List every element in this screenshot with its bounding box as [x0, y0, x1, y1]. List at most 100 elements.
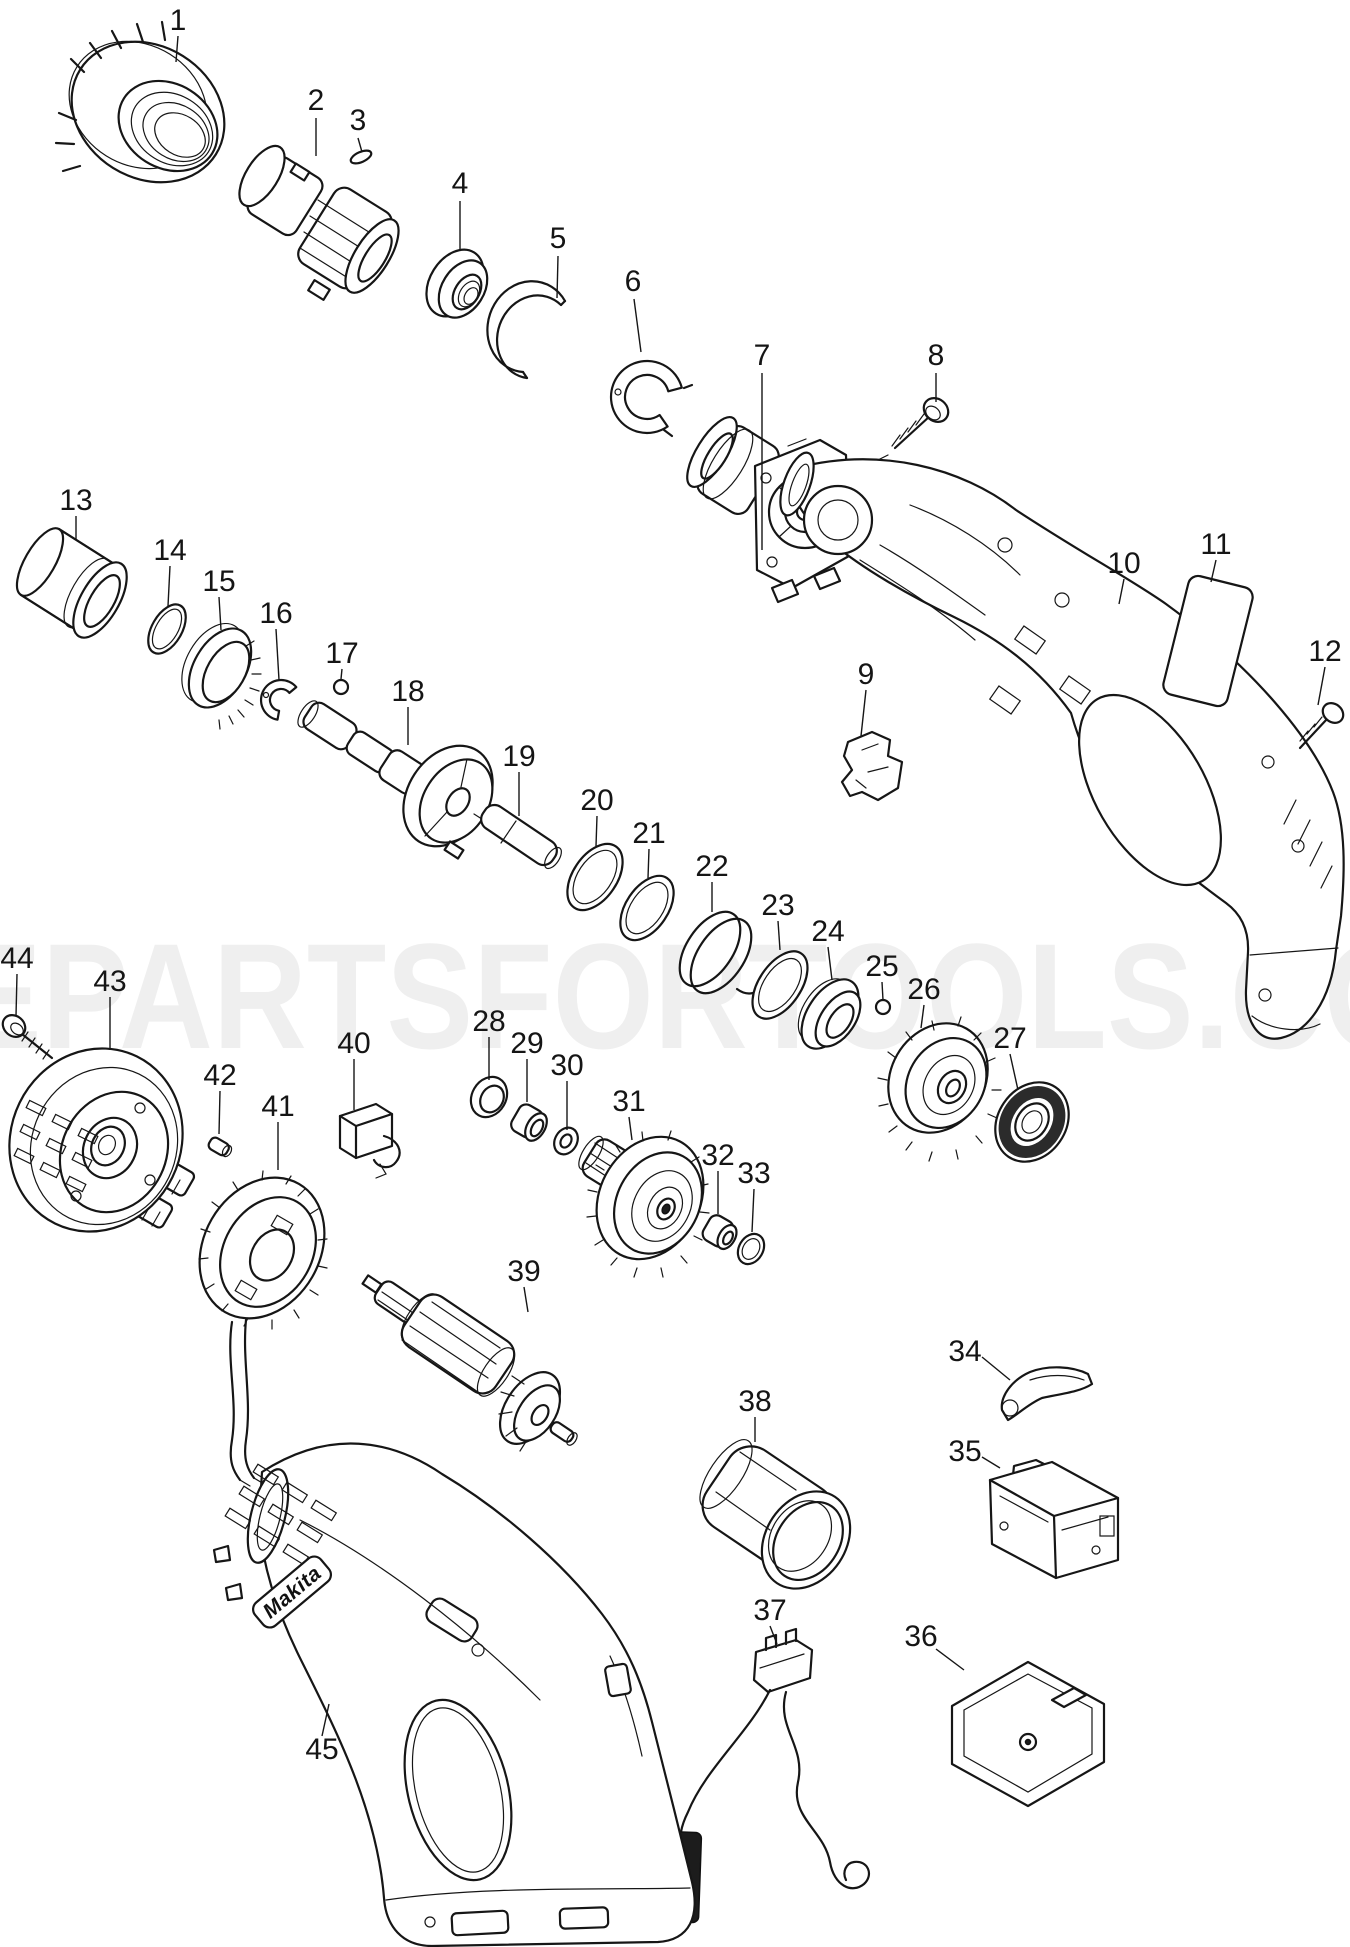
part-number-36: 36	[904, 1620, 937, 1653]
leader-line-6	[633, 298, 642, 353]
leader-line-1	[175, 35, 179, 63]
part-12-screw	[1298, 702, 1345, 750]
part-9-clamp	[840, 730, 904, 802]
leader-line-14	[167, 565, 171, 607]
part-number-38: 38	[738, 1385, 771, 1418]
part-29-bushing	[510, 1103, 548, 1142]
part-number-26: 26	[907, 973, 940, 1006]
part-number-12: 12	[1308, 635, 1341, 668]
leader-line-26	[920, 1004, 925, 1029]
part-8-screw	[841, 397, 950, 479]
part-17-steel-ball	[332, 678, 350, 696]
part-number-45: 45	[305, 1733, 338, 1766]
part-25-steel-ball	[874, 998, 892, 1016]
leader-line-34	[981, 1356, 1011, 1381]
part-4-bearing-ring	[425, 248, 489, 319]
leader-line-35	[981, 1456, 1001, 1469]
part-30-washer	[553, 1126, 579, 1156]
part-number-14: 14	[153, 534, 186, 567]
leader-line-23	[777, 920, 781, 951]
leader-line-36	[935, 1648, 965, 1671]
leader-line-27	[1009, 1053, 1019, 1091]
part-number-4: 4	[452, 167, 469, 200]
part-number-24: 24	[811, 915, 844, 948]
part-number-13: 13	[59, 484, 92, 517]
part-number-2: 2	[308, 84, 325, 117]
part-36-terminal-plate	[950, 1660, 1106, 1808]
part-number-27: 27	[993, 1022, 1026, 1055]
part-10-housing-half	[779, 451, 1345, 1040]
part-number-5: 5	[550, 222, 567, 255]
leader-line-39	[523, 1286, 529, 1313]
part-33-o-ring	[736, 1232, 766, 1266]
part-23-ring	[751, 950, 809, 1020]
part-number-11: 11	[1200, 528, 1231, 561]
part-35-switch	[988, 1458, 1120, 1580]
part-number-10: 10	[1107, 547, 1140, 580]
part-11-nameplate	[1162, 574, 1254, 708]
part-number-23: 23	[761, 889, 794, 922]
part-number-19: 19	[502, 740, 535, 773]
part-number-39: 39	[507, 1255, 540, 1288]
part-40-brush-holder	[338, 1102, 401, 1179]
part-number-41: 41	[261, 1090, 294, 1123]
part-45-motor-housing: Makita	[212, 1442, 696, 1947]
part-number-44: 44	[0, 942, 33, 975]
part-number-30: 30	[550, 1049, 583, 1082]
part-number-40: 40	[337, 1027, 370, 1060]
leader-line-3	[357, 137, 363, 153]
part-1-chuck-cap	[54, 20, 226, 184]
part-number-8: 8	[928, 339, 945, 372]
part-24-cup-washer	[797, 978, 862, 1050]
part-number-16: 16	[259, 597, 292, 630]
part-34-lever	[1000, 1366, 1094, 1422]
part-22-spring-ring	[678, 910, 755, 995]
part-20-ring	[566, 842, 624, 912]
part-15-bearing-ring	[181, 622, 262, 730]
leader-line-42	[218, 1090, 221, 1135]
leader-line-11	[1210, 559, 1217, 583]
part-number-1: 1	[170, 4, 187, 37]
part-19-pin	[480, 803, 562, 870]
watermark-text: EPARTSFORTOOLS.CO	[0, 912, 1350, 1080]
part-number-21: 21	[632, 817, 665, 850]
part-3-clip	[349, 149, 373, 165]
part-43-rear-cover	[8, 1047, 184, 1233]
part-18-spindle	[297, 700, 497, 860]
leader-line-5	[556, 255, 559, 299]
part-number-28: 28	[472, 1005, 505, 1038]
part-13-sleeve	[15, 527, 128, 639]
leader-line-45	[321, 1703, 330, 1737]
part-number-15: 15	[202, 565, 235, 598]
part-38-stator	[699, 1439, 852, 1590]
part-number-17: 17	[325, 637, 358, 670]
part-number-29: 29	[510, 1027, 543, 1060]
part-number-25: 25	[865, 950, 898, 983]
part-number-37: 37	[753, 1594, 786, 1627]
part-26-clutch-gear	[877, 1016, 1002, 1162]
part-number-33: 33	[737, 1157, 770, 1190]
part-44-screw	[1, 1014, 54, 1060]
leader-line-37	[769, 1625, 778, 1645]
part-number-9: 9	[858, 658, 875, 691]
part-39-armature	[361, 1274, 578, 1452]
part-number-3: 3	[350, 104, 367, 137]
part-number-32: 32	[701, 1139, 734, 1172]
part-16-half-bushing	[259, 678, 298, 721]
part-5-snap-ring	[486, 280, 567, 380]
leader-line-17	[340, 668, 343, 680]
part-number-34: 34	[948, 1335, 981, 1368]
leader-line-10	[1118, 578, 1125, 605]
leader-line-33	[751, 1188, 755, 1233]
leader-line-16	[275, 628, 280, 681]
part-number-20: 20	[580, 784, 613, 817]
leader-line-25	[881, 981, 884, 1001]
part-number-42: 42	[203, 1059, 236, 1092]
leader-line-44	[15, 973, 18, 1017]
part-number-7: 7	[754, 339, 771, 372]
leader-line-31	[628, 1116, 633, 1141]
part-42-pin	[207, 1136, 233, 1158]
part-41-brush-plate	[126, 1155, 328, 1487]
part-number-31: 31	[612, 1085, 645, 1118]
